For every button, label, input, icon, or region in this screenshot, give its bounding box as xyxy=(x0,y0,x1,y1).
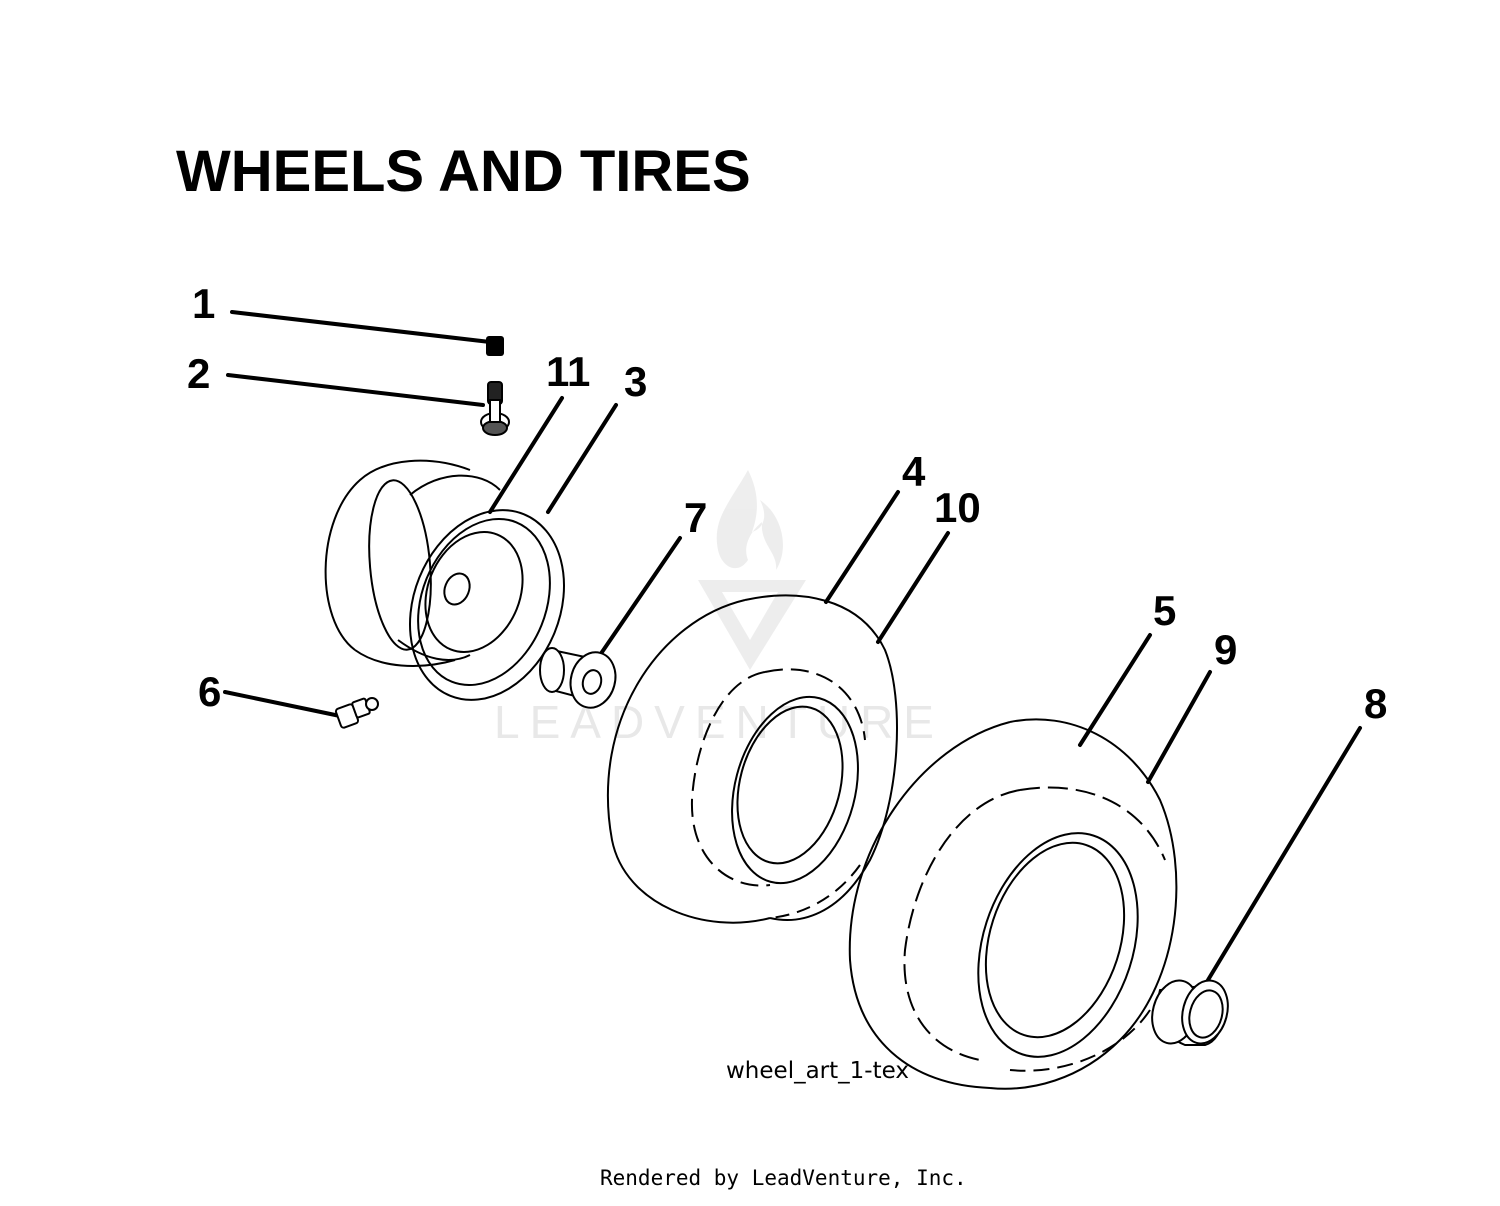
part-valve-cap xyxy=(486,336,504,356)
callout-labels: 1 2 3 4 5 6 7 8 9 10 11 xyxy=(187,280,1387,727)
flame-icon xyxy=(716,470,783,570)
watermark-text: LEADVENTURE xyxy=(494,696,944,748)
leader-line-7 xyxy=(598,536,682,657)
callout-8: 8 xyxy=(1364,680,1387,727)
rendered-by-footer: Rendered by LeadVenture, Inc. xyxy=(600,1166,967,1190)
leader-line-2 xyxy=(226,373,485,407)
part-front-tire xyxy=(607,594,898,924)
part-valve-stem xyxy=(480,381,510,436)
leader-lines xyxy=(223,310,1362,982)
callout-11: 11 xyxy=(546,348,590,395)
leader-line-8 xyxy=(1206,726,1362,982)
callout-1: 1 xyxy=(192,280,215,327)
part-bushing xyxy=(539,647,617,709)
leader-line-6 xyxy=(223,690,342,718)
part-hub-cap xyxy=(1151,979,1229,1046)
page-title: WHEELS AND TIRES xyxy=(176,139,751,204)
callout-7: 7 xyxy=(684,494,707,541)
leader-line-3 xyxy=(546,403,618,514)
leader-line-5 xyxy=(1078,633,1152,747)
callout-5: 5 xyxy=(1153,587,1176,634)
part-rear-tire xyxy=(848,718,1178,1090)
callout-4: 4 xyxy=(902,448,926,495)
callout-10: 10 xyxy=(934,484,981,531)
callout-2: 2 xyxy=(187,350,210,397)
v-mark-icon xyxy=(698,580,806,670)
callout-3: 3 xyxy=(624,358,647,405)
part-rim xyxy=(324,459,565,701)
part-grease-fitting xyxy=(334,697,379,729)
leader-line-11 xyxy=(488,396,564,514)
leader-line-1 xyxy=(230,310,492,344)
callout-6: 6 xyxy=(198,668,221,715)
leader-line-4 xyxy=(824,490,900,604)
leader-line-10 xyxy=(876,531,950,644)
leadventure-watermark: LEADVENTURE xyxy=(494,470,944,748)
leader-line-9 xyxy=(1146,670,1212,784)
art-code-label: wheel_art_1-tex xyxy=(726,1058,909,1084)
callout-9: 9 xyxy=(1214,626,1237,673)
